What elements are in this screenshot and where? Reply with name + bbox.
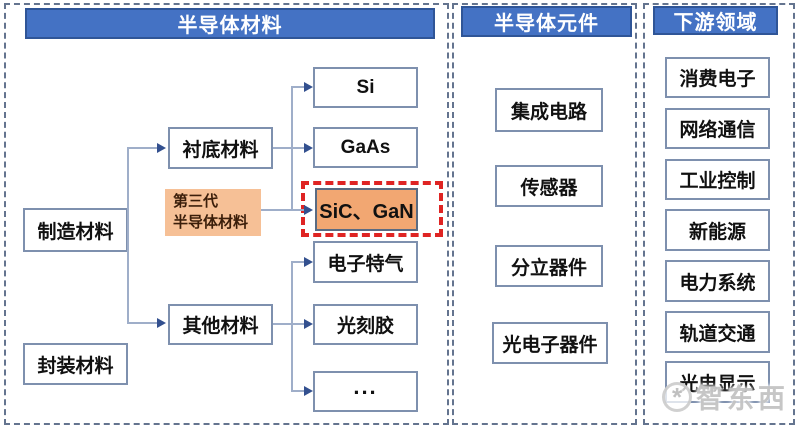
- node-third-gen-materials: 第三代 半导体材料: [165, 189, 261, 236]
- sic-gan-highlight-frame: [301, 181, 443, 237]
- materials-panel: [4, 3, 449, 425]
- node-label: 衬底材料: [182, 139, 259, 161]
- components-panel-title: 半导体元件: [494, 13, 599, 35]
- connector-line: [291, 390, 305, 392]
- node-label: 封装材料: [37, 355, 114, 377]
- node-label: 制造材料: [37, 221, 114, 243]
- node-label: 工业控制: [679, 171, 756, 192]
- node-discrete-devices: 分立器件: [495, 245, 603, 287]
- connector-line: [291, 86, 305, 88]
- node-integrated-circuits: 集成电路: [495, 88, 603, 132]
- node-label: ...: [353, 373, 378, 399]
- node-label: 轨道交通: [679, 323, 756, 345]
- materials-panel-header: 半导体材料: [25, 8, 435, 39]
- node-label: 消费电子: [679, 69, 756, 90]
- node-sic-gan: SiC、GaN: [315, 188, 418, 231]
- arrow-right-icon: [304, 82, 313, 92]
- connector-line: [291, 147, 305, 149]
- node-label: 光刻胶: [336, 316, 394, 337]
- node-label: Si: [356, 76, 375, 98]
- node-sensors: 传感器: [495, 165, 603, 207]
- arrow-right-icon: [304, 257, 313, 267]
- node-power-systems: 电力系统: [665, 260, 770, 302]
- arrow-right-icon: [304, 143, 313, 153]
- arrow-right-icon: [304, 205, 313, 215]
- components-panel: [452, 3, 637, 425]
- node-si: Si: [313, 67, 418, 108]
- node-label: 集成电路: [510, 101, 587, 123]
- node-label: 电子特气: [327, 253, 404, 275]
- watermark-logo-icon: *: [662, 381, 692, 412]
- node-label: SiC、GaN: [319, 201, 414, 223]
- node-new-energy: 新能源: [665, 209, 770, 251]
- node-photoresist: 光刻胶: [313, 304, 418, 345]
- materials-panel-title: 半导体材料: [177, 15, 283, 37]
- node-more-ellipsis: ...: [313, 371, 418, 412]
- node-label: 其他材料: [182, 316, 259, 337]
- connector-line: [291, 323, 305, 325]
- node-packaging-materials: 封装材料: [23, 343, 128, 385]
- watermark: * 智东西: [662, 377, 789, 416]
- downstream-panel-title: 下游领域: [673, 12, 758, 34]
- node-label: 电力系统: [679, 272, 756, 294]
- arrow-right-icon: [157, 143, 166, 153]
- node-rail-transit: 轨道交通: [665, 311, 770, 353]
- node-label: 传感器: [520, 177, 578, 199]
- connector-line: [291, 261, 305, 263]
- node-industrial-control: 工业控制: [665, 159, 770, 200]
- node-label: 光电显示: [679, 373, 756, 395]
- node-gaas: GaAs: [313, 127, 418, 168]
- downstream-panel: [643, 3, 795, 425]
- arrow-right-icon: [304, 319, 313, 329]
- node-label: 网络通信: [679, 120, 756, 141]
- node-label: 分立器件: [510, 257, 587, 279]
- watermark-text: 智东西: [696, 384, 789, 414]
- connector-line: [291, 209, 305, 211]
- node-other-materials: 其他材料: [168, 304, 273, 345]
- connector-line: [128, 322, 158, 324]
- node-label: 光电子器件: [502, 334, 598, 356]
- downstream-panel-header: 下游领域: [653, 6, 778, 35]
- node-label: 新能源: [688, 221, 746, 243]
- connector-line: [127, 147, 129, 324]
- connector-line: [273, 147, 293, 149]
- connector-line: [291, 261, 293, 392]
- third-gen-line1: 第三代: [173, 193, 219, 211]
- node-label: GaAs: [340, 136, 391, 158]
- node-optoelectronic-devices: 光电子器件: [492, 322, 608, 364]
- connector-line: [128, 147, 158, 149]
- connector-line: [273, 323, 293, 325]
- node-manufacturing-materials: 制造材料: [23, 208, 128, 252]
- third-gen-line2: 半导体材料: [173, 213, 249, 231]
- connector-line: [261, 209, 293, 211]
- arrow-right-icon: [157, 318, 166, 328]
- node-electronic-specialty-gases: 电子特气: [313, 241, 418, 283]
- node-network-communications: 网络通信: [665, 108, 770, 149]
- node-substrate-materials: 衬底材料: [168, 127, 273, 169]
- components-panel-header: 半导体元件: [461, 6, 632, 37]
- node-consumer-electronics: 消费电子: [665, 57, 770, 98]
- arrow-right-icon: [304, 386, 313, 396]
